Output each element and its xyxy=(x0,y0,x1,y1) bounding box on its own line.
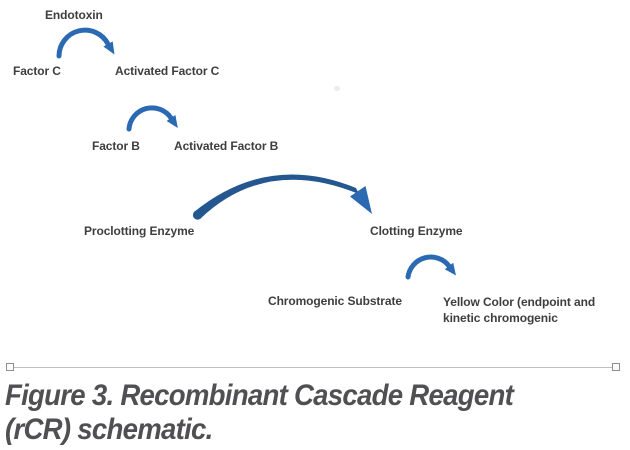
label-activated-factor-b: Activated Factor B xyxy=(174,139,279,153)
arrowhead-icon xyxy=(103,41,115,55)
label-clotting-enzyme: Clotting Enzyme xyxy=(370,224,463,238)
scan-artifact-dot xyxy=(334,86,340,91)
divider-line xyxy=(14,367,613,368)
label-proclotting-enzyme: Proclotting Enzyme xyxy=(84,224,195,238)
curved-arrow-factor-c-activation xyxy=(56,27,115,59)
label-yellow-color-line2: kinetic chromogenic xyxy=(443,311,558,325)
divider-end-handle-left xyxy=(6,363,14,371)
figure-caption-line2: (rCR) schematic. xyxy=(5,413,213,446)
curved-arrow-body xyxy=(56,27,111,59)
label-factor-b: Factor B xyxy=(92,139,140,153)
curved-arrow-body xyxy=(194,174,359,219)
curved-arrow-chromogenic-to-yellow xyxy=(405,254,456,280)
label-yellow-color-line1: Yellow Color (endpoint and xyxy=(443,295,596,309)
label-activated-factor-c: Activated Factor C xyxy=(115,64,220,78)
label-factor-c: Factor C xyxy=(13,64,61,78)
curved-arrow-proclotting-to-clotting xyxy=(192,174,372,220)
divider-end-handle-right xyxy=(612,363,620,371)
label-endotoxin: Endotoxin xyxy=(45,8,103,22)
label-yellow-color: Yellow Color (endpoint and kinetic chrom… xyxy=(443,294,630,326)
arrowhead-icon xyxy=(166,115,178,128)
curved-arrow-body xyxy=(405,254,452,280)
curved-arrow-body xyxy=(126,105,174,132)
arrowhead-icon xyxy=(350,186,372,214)
figure-caption-line1: Figure 3. Recombinant Cascade Reagent xyxy=(5,379,514,412)
arrowhead-icon xyxy=(444,262,456,276)
curved-arrow-factor-b-activation xyxy=(126,105,178,132)
label-chromogenic-substrate: Chromogenic Substrate xyxy=(268,294,402,308)
